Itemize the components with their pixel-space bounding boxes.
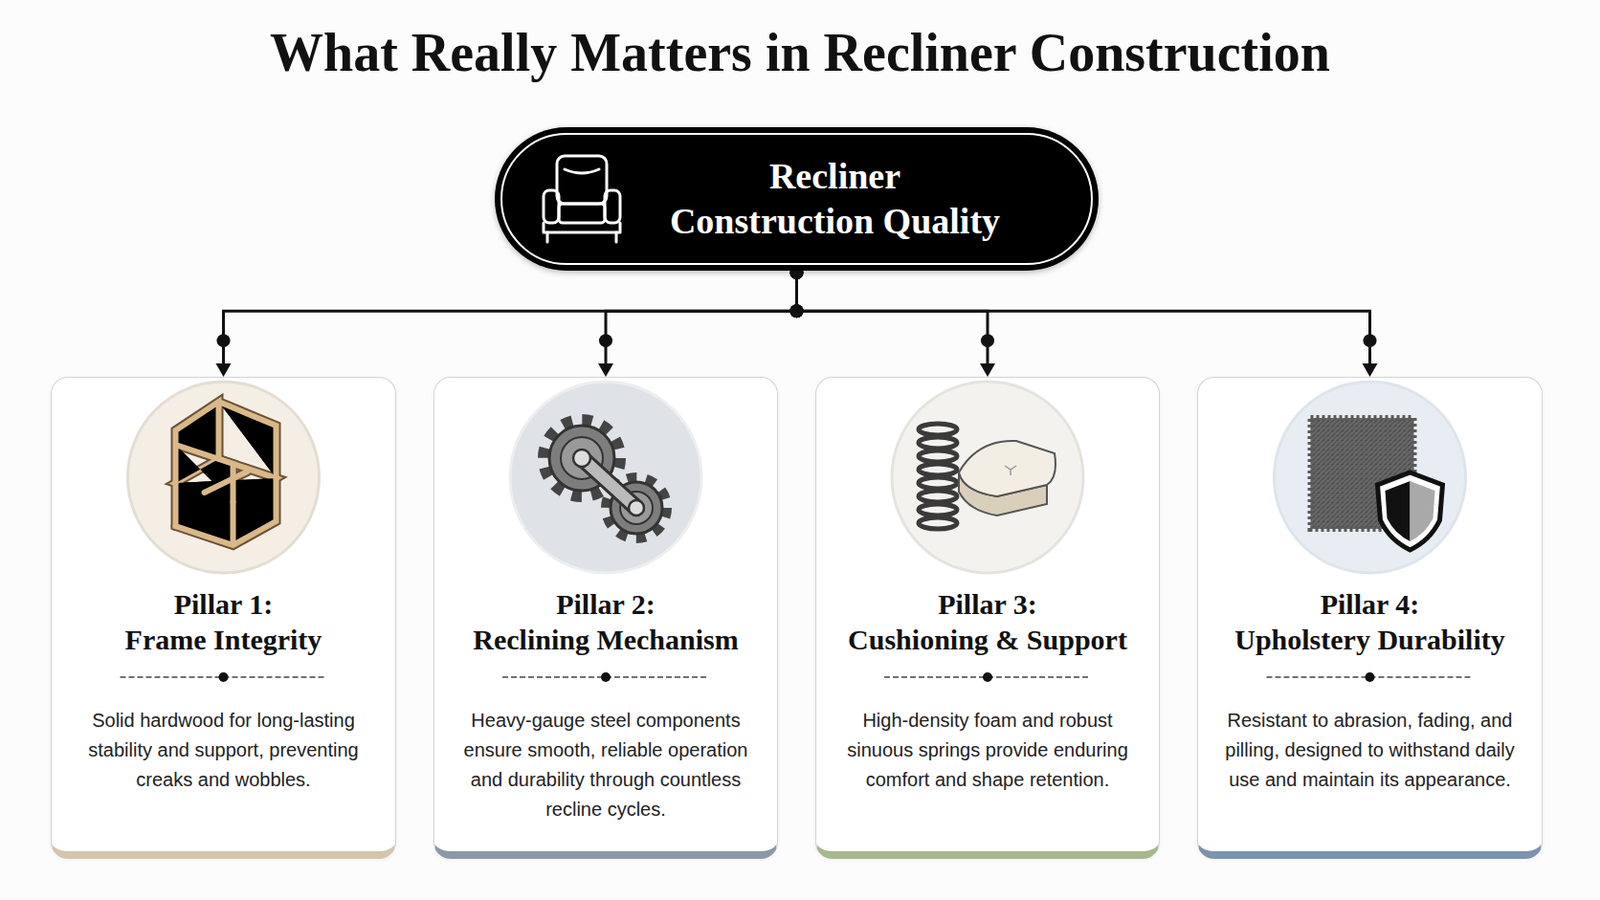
pillar-description: High-density foam and robust sinuous spr… [835, 706, 1140, 796]
junction-dot [790, 304, 804, 318]
junction-dot [1363, 333, 1378, 348]
icon-circle [1274, 381, 1467, 574]
divider-dot [600, 672, 611, 683]
junction-dot [980, 333, 995, 348]
pillar-card: Pillar 4: Upholstery DurabilityResistant… [1197, 377, 1543, 860]
diagram-title: What Really Matters in Recliner Construc… [0, 21, 1600, 86]
pillar-card: Pillar 1: Frame IntegritySolid hardwood … [50, 377, 397, 860]
armchair-icon [543, 155, 621, 243]
arrowhead [216, 363, 232, 378]
connector-line [605, 270, 798, 365]
spring-coil [918, 517, 957, 530]
connector [790, 266, 997, 378]
divider-line [884, 676, 1091, 679]
connector [598, 266, 804, 378]
pillar-heading: Pillar 2: Reclining Mechanism [453, 586, 758, 658]
connector-line [797, 270, 989, 365]
pillar-card: Pillar 2: Reclining MechanismHeavy-gauge… [433, 377, 778, 860]
gears-icon [545, 422, 666, 537]
icon-circle [128, 381, 320, 574]
spring-coil [918, 423, 957, 436]
spring-coil [918, 490, 957, 503]
pill-text-area: Recliner Construction Quality [609, 127, 1061, 271]
junction-dot [217, 333, 231, 348]
divider-line [1266, 676, 1474, 679]
pillar-description: Resistant to abrasion, fading, and pilli… [1217, 706, 1523, 796]
root-pill: Recliner Construction Quality [494, 127, 1099, 271]
divider-line [502, 676, 710, 679]
connector-line [797, 270, 1371, 365]
divider-dot [1365, 672, 1376, 683]
junction-dot [790, 304, 804, 318]
divider-line [120, 676, 328, 679]
pillar-description: Solid hardwood for long-lasting stabilit… [70, 706, 377, 796]
arrowhead [1362, 363, 1378, 378]
spring-coil [918, 504, 957, 516]
spring-coil [918, 450, 957, 463]
pillar-description: Heavy-gauge steel components ensure smoo… [453, 706, 758, 825]
pillar-card: Pillar 3: Cushioning & SupportHigh-densi… [815, 377, 1160, 860]
connector-line [223, 270, 798, 365]
divider-dot [219, 672, 229, 683]
icon-circle [510, 381, 702, 574]
junction-dot [790, 304, 804, 318]
spring-coil [918, 437, 957, 449]
pillar-heading: Pillar 3: Cushioning & Support [835, 586, 1140, 658]
spring-coil [918, 477, 957, 489]
root-label: Recliner Construction Quality [669, 154, 1000, 245]
icon-circle [891, 381, 1084, 574]
spring-cushion-icon [918, 423, 1056, 530]
wood-frame-icon [176, 401, 277, 546]
pill-ring [500, 133, 1093, 266]
pillar-heading: Pillar 4: Upholstery Durability [1217, 586, 1523, 658]
pillar-heading: Pillar 1: Frame Integrity [70, 586, 377, 658]
spring-coil [918, 464, 957, 476]
junction-dot [599, 333, 613, 348]
junction-dot [790, 304, 804, 318]
connector [216, 266, 804, 378]
connector [790, 266, 1378, 378]
divider-dot [982, 672, 993, 683]
fabric-shield-icon [1311, 418, 1444, 551]
arrowhead [979, 363, 996, 378]
arrowhead [598, 363, 614, 378]
divider-group [120, 672, 1474, 683]
